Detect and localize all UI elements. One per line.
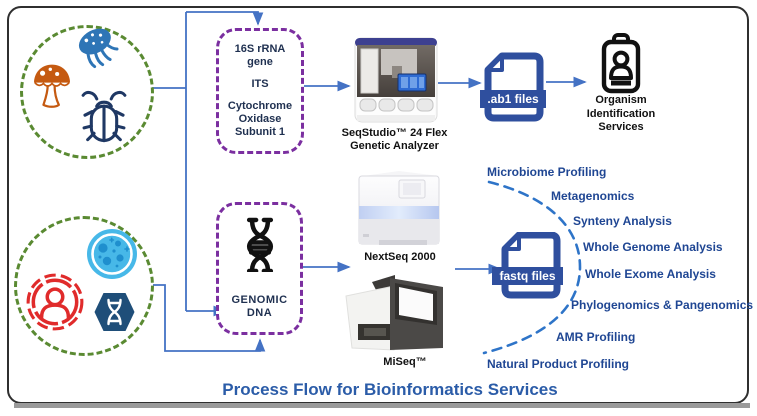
marker-gene-its: ITS: [251, 78, 269, 90]
nextseq-instrument: [358, 171, 440, 245]
beetle-icon: [81, 90, 127, 143]
environmental-samples-circle: [20, 25, 154, 159]
ab1-file: .ab1 files: [478, 52, 548, 122]
diagram-title: Process Flow for Bioinformatics Services: [222, 380, 558, 399]
genomic-dna-label: GENOMIC DNA: [231, 294, 288, 319]
organism-identification-label: Organism Identification Services: [576, 94, 666, 135]
seqstudio-instrument: [354, 37, 438, 123]
marker-genes-box: 16S rRNA gene ITS Cytochrome Oxidase Sub…: [216, 28, 304, 154]
seqstudio-label: SeqStudio™ 24 Flex Genetic Analyzer: [337, 127, 452, 153]
dna-hexagon-icon: [94, 293, 135, 331]
document-file-icon: [492, 232, 563, 299]
miseq-label: MiSeq™: [383, 356, 427, 368]
document-file-icon: [480, 52, 546, 122]
ab1-file-label: .ab1 files: [487, 92, 539, 106]
service-natural-product: Natural Product Profiling: [487, 357, 630, 371]
fastq-file: fastq files: [490, 232, 565, 300]
genomic-dna-box: GENOMIC DNA: [216, 202, 303, 335]
mushroom-icon: [34, 64, 70, 108]
service-synteny-analysis: Synteny Analysis: [573, 214, 672, 228]
seqstudio-label-line1: SeqStudio™ 24 Flex: [341, 127, 448, 139]
microbes-plate-icon: [87, 229, 137, 279]
seqstudio-label-line2: Genetic Analyzer: [350, 140, 439, 152]
clinical-samples-circle: [14, 216, 154, 356]
service-amr-profiling: AMR Profiling: [556, 330, 636, 344]
service-phylogenomics: Phylogenomics & Pangenomics: [571, 298, 754, 312]
organism-label-line1: Organism: [595, 94, 647, 106]
service-whole-genome-analysis: Whole Genome Analysis: [583, 240, 723, 254]
fastq-file-label: fastq files: [499, 269, 556, 283]
id-badge-icon: [601, 33, 641, 94]
organism-label-line2: Identification: [586, 107, 656, 120]
service-metagenomics: Metagenomics: [551, 189, 635, 203]
bottom-shadow-bar: [14, 403, 750, 408]
jellyfish-icon: [78, 28, 119, 69]
service-whole-exome-analysis: Whole Exome Analysis: [585, 267, 716, 281]
marker-gene-16s: 16S rRNA gene: [234, 43, 286, 68]
marker-gene-co1: Cytochrome Oxidase Subunit 1: [227, 100, 293, 138]
miseq-instrument: [345, 275, 443, 351]
human-icon: [26, 273, 84, 331]
organism-label-line3: Services: [598, 121, 644, 133]
nextseq-label: NextSeq 2000: [364, 251, 436, 263]
service-microbiome-profiling: Microbiome Profiling: [487, 165, 607, 179]
dna-helix-icon: [246, 217, 273, 272]
